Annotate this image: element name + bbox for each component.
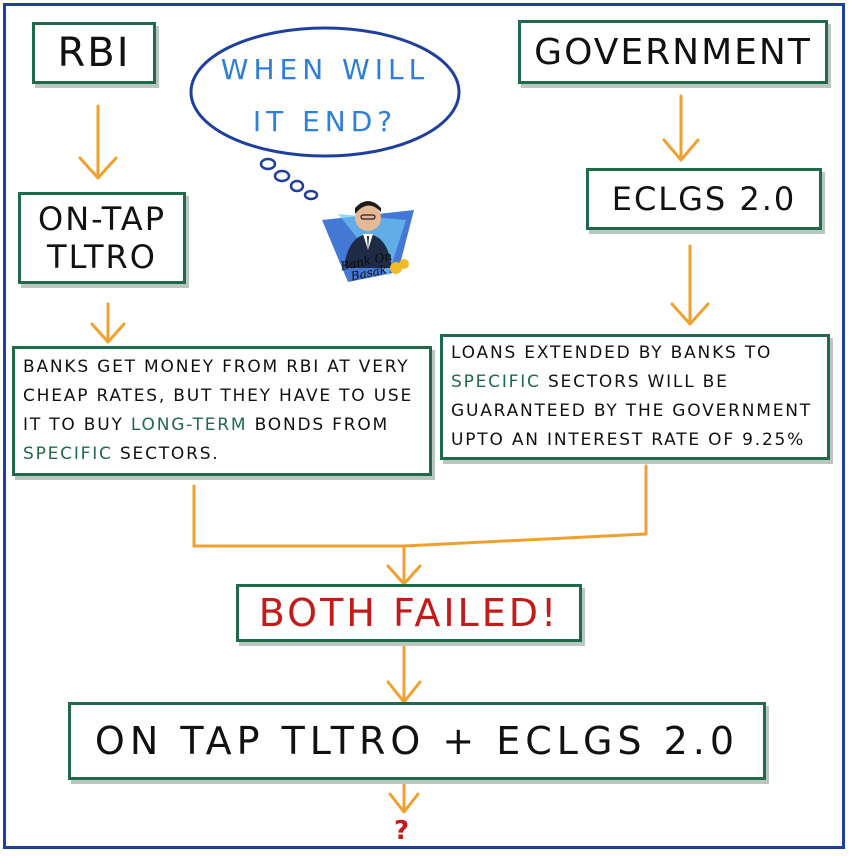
govt-desc-highlight-specific: SPECIFIC (451, 372, 541, 392)
government-description-box: LOANS EXTENDED BY BANKS TO SPECIFIC SECT… (440, 334, 830, 460)
bubble-line-1: WHEN WILL (220, 53, 430, 86)
both-failed-box: BOTH FAILED! (236, 584, 582, 642)
question-mark: ? (394, 816, 410, 846)
govt-desc-text-1: LOANS EXTENDED BY BANKS TO (451, 343, 773, 363)
rbi-description: BANKS GET MONEY FROM RBI AT VERY CHEAP R… (15, 353, 429, 469)
presenter-avatar-icon (322, 201, 414, 282)
both-failed-label: BOTH FAILED! (258, 591, 560, 635)
eclgs-box: ECLGS 2.0 (586, 168, 822, 230)
govt-desc-text-2: SECTORS WILL BE GUARANTEED BY THE GOVERN… (451, 372, 812, 450)
rbi-label: RBI (57, 30, 131, 76)
eclgs-label: ECLGS 2.0 (611, 180, 797, 218)
combined-box: ON TAP TLTRO + ECLGS 2.0 (68, 702, 766, 780)
rbi-description-box: BANKS GET MONEY FROM RBI AT VERY CHEAP R… (12, 346, 432, 476)
combined-label: ON TAP TLTRO + ECLGS 2.0 (94, 719, 740, 763)
on-tap-tltro-box: ON-TAP TLTRO (18, 192, 186, 284)
rbi-desc-highlight-long-term: LONG-TERM (130, 415, 248, 435)
government-box: GOVERNMENT (518, 20, 828, 84)
government-description: LOANS EXTENDED BY BANKS TO SPECIFIC SECT… (443, 339, 827, 455)
rbi-box: RBI (32, 22, 156, 84)
rbi-desc-highlight-specific: SPECIFIC (23, 444, 113, 464)
diagram-frame (3, 3, 845, 849)
rbi-desc-text-3: SECTORS. (112, 444, 220, 464)
bubble-text: WHEN WILL IT END? (200, 44, 450, 148)
government-label: GOVERNMENT (534, 31, 812, 73)
on-tap-label: ON-TAP (38, 200, 166, 238)
bubble-line-2: IT END? (252, 105, 398, 138)
rbi-desc-text-1: BANKS GET MONEY FROM RBI AT VERY CHEAP R… (23, 357, 414, 435)
tltro-label: TLTRO (47, 238, 157, 276)
rbi-desc-text-2: BONDS FROM (247, 415, 389, 435)
